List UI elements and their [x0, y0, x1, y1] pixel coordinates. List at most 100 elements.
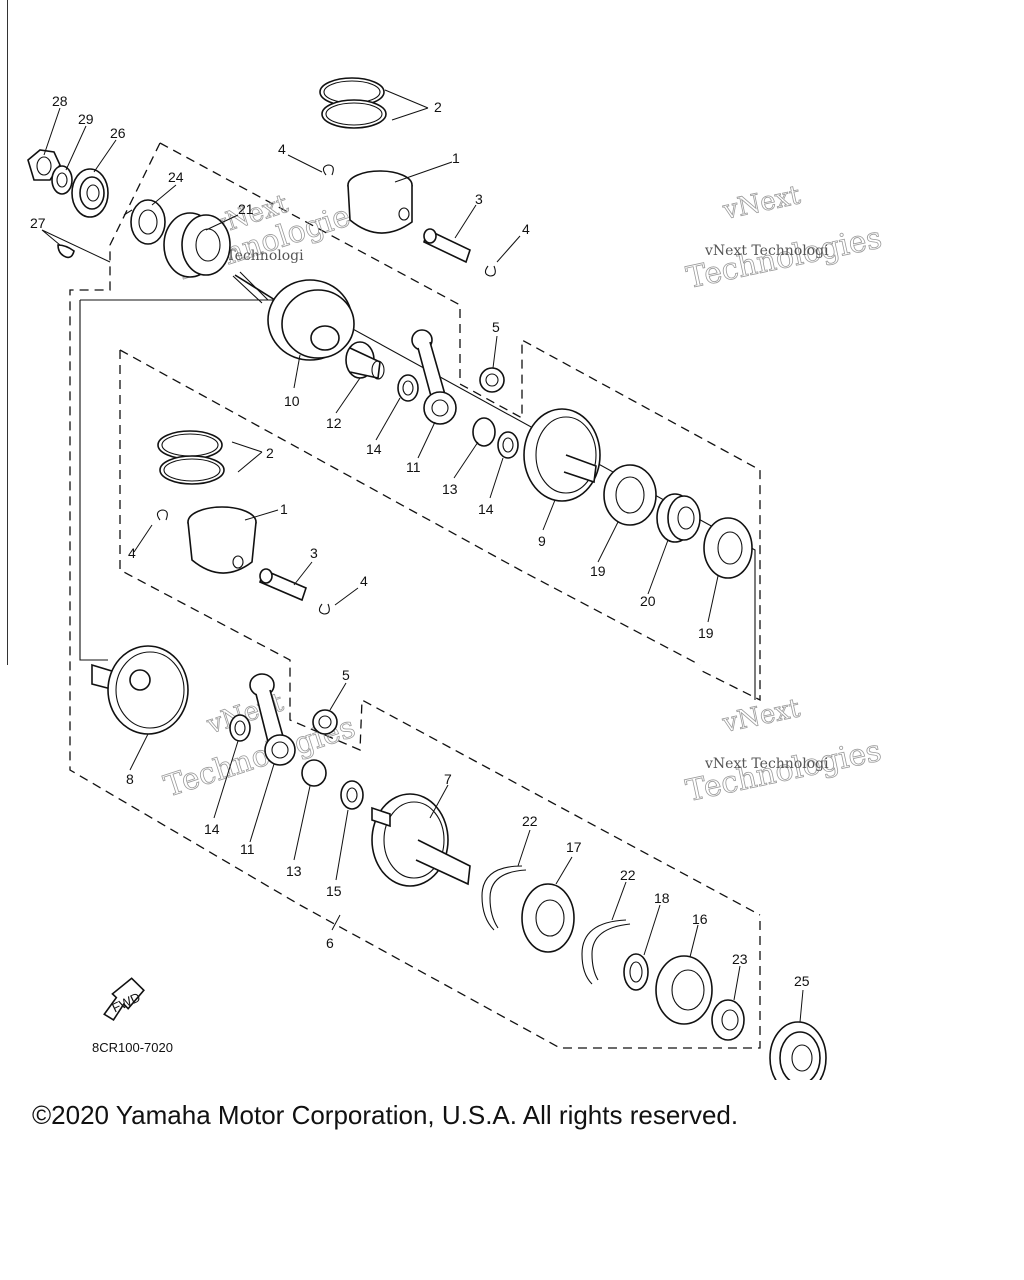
part-bearing-5-upper: [479, 367, 505, 393]
callout-13-upper: 13: [442, 481, 458, 497]
callout-20: 20: [640, 593, 656, 609]
part-piston-1-upper: [347, 170, 413, 234]
svg-text:vNext: vNext: [719, 693, 803, 739]
callout-24: 24: [168, 169, 184, 185]
callout-4-lower-left: 4: [128, 545, 136, 561]
part-washer-15: [340, 780, 364, 810]
upper-crank-outline: [69, 142, 761, 1049]
callout-3-lower: 3: [310, 545, 318, 561]
callout-29: 29: [78, 111, 94, 127]
part-conrod-11-lower: [249, 673, 296, 766]
part-crank-web-8: [91, 645, 189, 735]
solid-frame-line: [79, 299, 756, 700]
part-circlip-22-a: [481, 865, 527, 931]
part-bearing-13-lower: [301, 759, 327, 787]
callout-14-c: 14: [204, 821, 220, 837]
callout-4-upper-left: 4: [278, 141, 286, 157]
callout-23: 23: [732, 951, 748, 967]
part-clip-4-lower-left: [156, 509, 168, 521]
part-clip-4-upper-right: [484, 265, 496, 277]
copyright-notice: ©2020 Yamaha Motor Corporation, U.S.A. A…: [32, 1100, 739, 1130]
callout-3-upper: 3: [475, 191, 483, 207]
part-pin-3-lower: [259, 568, 307, 602]
callout-8: 8: [126, 771, 134, 787]
callout-labels: 28 29 26 24 21 27 2 4 1 3 4 5 10 12 14 1…: [30, 93, 810, 989]
part-seal-26: [71, 168, 109, 218]
callout-14-a: 14: [366, 441, 382, 457]
part-key-27: [57, 244, 75, 259]
part-labyrinth-20: [656, 493, 701, 543]
callout-4-lower-right: 4: [360, 573, 368, 589]
callout-2-upper: 2: [434, 99, 442, 115]
part-washer-14-a: [397, 374, 419, 402]
callout-19-a: 19: [590, 563, 606, 579]
part-piston-rings-2-upper: [319, 77, 387, 129]
part-crank-web-7: [371, 793, 471, 887]
callout-7: 7: [444, 771, 452, 787]
svg-text:vNext: vNext: [720, 180, 804, 226]
part-bearing-5-lower: [312, 709, 338, 735]
exploded-parts-diagram: vNext Technologies vNext Technologi vNex…: [27, 77, 885, 1080]
page-edge-line: [7, 0, 8, 665]
callout-11-upper: 11: [406, 459, 421, 475]
part-washer-14-c: [229, 714, 251, 742]
part-pin-3-upper: [423, 228, 471, 264]
callout-11-lower: 11: [240, 841, 255, 857]
part-seal-25: [769, 1021, 827, 1080]
part-bearing-19-a: [603, 464, 657, 526]
part-bearing-21: [163, 212, 231, 278]
callout-5-upper: 5: [492, 319, 500, 335]
callout-1-upper: 1: [452, 150, 460, 166]
callout-4-upper-right: 4: [522, 221, 530, 237]
part-washer-29: [51, 165, 73, 195]
lower-crank-outline: [119, 350, 761, 916]
part-piston-rings-2-lower: [157, 430, 225, 485]
part-circlip-22-b: [581, 919, 631, 985]
part-conrod-11-upper: [411, 329, 457, 425]
part-needle-bearing-12: [345, 341, 385, 380]
callout-22-b: 22: [620, 867, 636, 883]
callout-6: 6: [326, 935, 334, 951]
callout-1-lower: 1: [280, 501, 288, 517]
callout-14-b: 14: [478, 501, 494, 517]
callout-15: 15: [326, 883, 342, 899]
watermark-right-top: vNext Technologies vNext Technologi: [683, 180, 885, 297]
callout-18: 18: [654, 890, 670, 906]
callout-5-lower: 5: [342, 667, 350, 683]
svg-text:vNext Technologi: vNext Technologi: [704, 756, 829, 772]
watermark-right-bottom: vNext Technologies vNext Technologi: [683, 693, 885, 810]
part-washer-14-b: [497, 431, 519, 459]
callout-25: 25: [794, 973, 810, 989]
part-clip-4-lower-right: [318, 603, 330, 615]
part-washer-18: [623, 953, 649, 991]
part-nut-28: [27, 149, 61, 181]
callout-28: 28: [52, 93, 68, 109]
callout-22-a: 22: [522, 813, 538, 829]
diagram-code: 8CR100-7020: [92, 1040, 173, 1055]
svg-text:vNext Technologi: vNext Technologi: [704, 243, 829, 259]
fwd-arrow-icon: FWD: [103, 977, 145, 1021]
callout-9: 9: [538, 533, 546, 549]
part-bearing-13-upper: [472, 417, 496, 447]
callout-26: 26: [110, 125, 126, 141]
part-bearing-19-b: [703, 517, 753, 579]
part-crank-web-10: [232, 271, 355, 361]
part-bushing-23: [711, 999, 745, 1041]
part-bearing-17: [521, 883, 575, 953]
callout-21: 21: [238, 201, 254, 217]
part-piston-1-lower: [187, 506, 257, 574]
part-crank-web-9: [523, 408, 601, 502]
callout-12: 12: [326, 415, 342, 431]
callout-13-lower: 13: [286, 863, 302, 879]
callout-27: 27: [30, 215, 46, 231]
upper-inner-outline: [119, 349, 701, 666]
callout-10: 10: [284, 393, 300, 409]
part-bearing-16: [655, 955, 713, 1025]
callout-17: 17: [566, 839, 582, 855]
leader-lines: [41, 89, 804, 1023]
callout-2-lower: 2: [266, 445, 274, 461]
callout-16: 16: [692, 911, 708, 927]
part-clip-4-upper-left: [322, 164, 334, 176]
callout-19-b: 19: [698, 625, 714, 641]
part-bushing-24: [123, 199, 166, 245]
